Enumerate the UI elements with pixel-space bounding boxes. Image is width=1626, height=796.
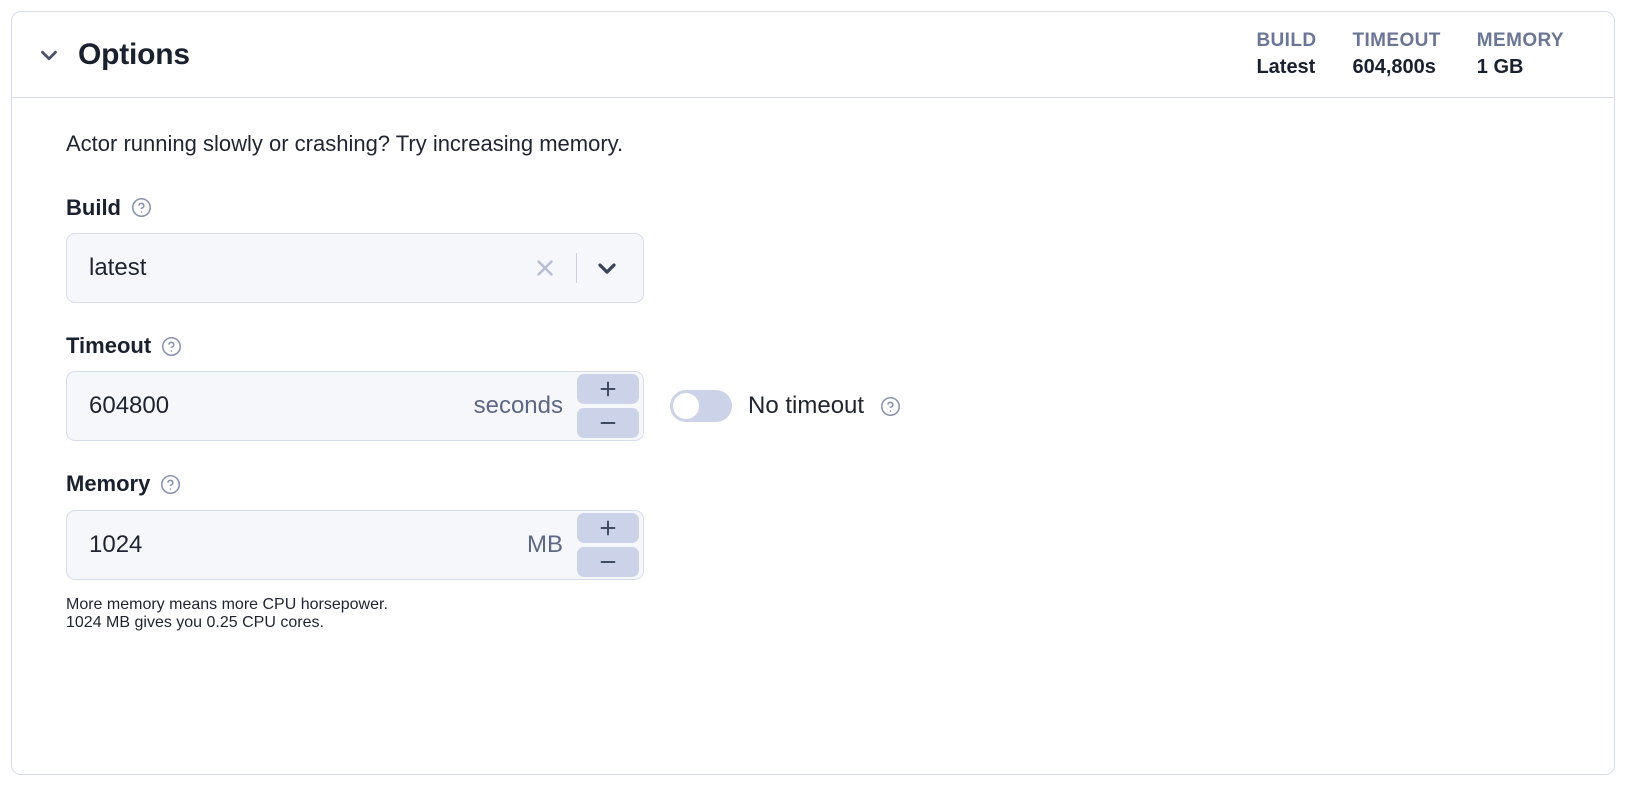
summary-value-timeout: 604,800s xyxy=(1352,55,1436,78)
close-icon[interactable] xyxy=(532,255,558,281)
summary-value-memory: 1 GB xyxy=(1476,55,1524,78)
build-label: Build xyxy=(66,194,121,220)
field-timeout: Timeout seconds xyxy=(66,333,1590,442)
timeout-label: Timeout xyxy=(66,332,152,358)
memory-label: Memory xyxy=(66,471,151,497)
select-divider xyxy=(575,252,577,283)
no-timeout-group: No timeout xyxy=(670,390,901,423)
timeout-stepper xyxy=(577,374,643,439)
options-card-body: Actor running slowly or crashing? Try in… xyxy=(12,98,1614,632)
memory-helper-line-2: 1024 MB gives you 0.25 CPU cores. xyxy=(66,613,324,631)
no-timeout-toggle[interactable] xyxy=(670,390,732,423)
page-title: Options xyxy=(78,37,190,71)
timeout-input-wrapper[interactable]: seconds xyxy=(66,371,644,442)
memory-input[interactable] xyxy=(89,530,527,559)
memory-decrement-button[interactable] xyxy=(577,546,639,577)
no-timeout-label: No timeout xyxy=(748,392,865,420)
timeout-unit: seconds xyxy=(473,392,563,420)
help-circle-icon[interactable] xyxy=(161,336,182,357)
help-circle-icon[interactable] xyxy=(160,474,181,495)
summary-item-memory: MEMORY 1 GB xyxy=(1441,29,1564,80)
summary-value-build: Latest xyxy=(1256,55,1316,78)
intro-text: Actor running slowly or crashing? Try in… xyxy=(66,131,624,156)
summary-label-timeout: TIMEOUT xyxy=(1352,30,1441,52)
build-label-row: Build xyxy=(66,195,1590,221)
options-card-header: Options BUILD Latest TIMEOUT 604,800s ME… xyxy=(12,12,1614,98)
timeout-decrement-button[interactable] xyxy=(577,408,639,439)
header-summary: BUILD Latest TIMEOUT 604,800s MEMORY 1 G… xyxy=(1256,29,1586,80)
memory-stepper xyxy=(577,512,643,577)
memory-label-row: Memory xyxy=(66,471,1590,497)
options-collapse-toggle[interactable]: Options xyxy=(36,37,190,71)
minus-icon xyxy=(597,412,619,434)
chevron-down-icon[interactable] xyxy=(593,254,633,282)
toggle-knob xyxy=(673,393,699,420)
build-select[interactable]: latest xyxy=(66,232,644,303)
help-circle-icon[interactable] xyxy=(880,396,901,417)
minus-icon xyxy=(597,551,619,573)
summary-item-build: BUILD Latest xyxy=(1256,29,1316,80)
timeout-label-row: Timeout xyxy=(66,333,1590,359)
memory-unit: MB xyxy=(527,530,563,558)
memory-increment-button[interactable] xyxy=(577,512,639,543)
plus-icon xyxy=(597,378,619,400)
memory-helper-line-1: More memory means more CPU horsepower. xyxy=(66,595,388,613)
memory-input-wrapper[interactable]: MB xyxy=(66,509,644,580)
field-memory: Memory MB xyxy=(66,471,1590,631)
summary-label-memory: MEMORY xyxy=(1476,30,1564,52)
plus-icon xyxy=(597,517,619,539)
help-circle-icon[interactable] xyxy=(131,197,152,218)
summary-item-timeout: TIMEOUT 604,800s xyxy=(1317,29,1441,80)
chevron-down-icon xyxy=(36,42,62,68)
field-build: Build latest xyxy=(66,195,1590,303)
summary-label-build: BUILD xyxy=(1256,30,1317,52)
timeout-input[interactable] xyxy=(89,392,474,421)
timeout-row: seconds xyxy=(66,371,1590,442)
timeout-increment-button[interactable] xyxy=(577,374,639,405)
options-card: Options BUILD Latest TIMEOUT 604,800s ME… xyxy=(11,11,1615,775)
build-select-value: latest xyxy=(89,253,147,281)
